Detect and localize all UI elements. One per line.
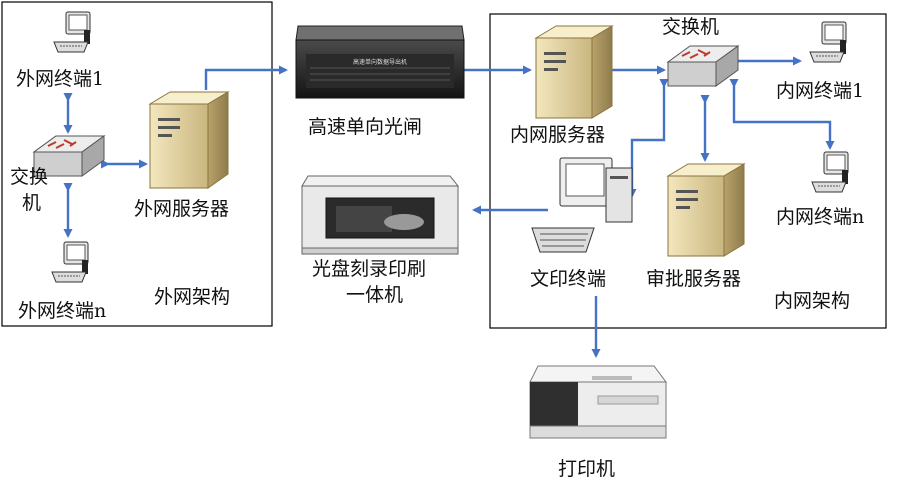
printer-icon <box>529 365 667 439</box>
inner-switch-label: 交换机 <box>662 16 720 38</box>
inner-terminal-1-icon <box>809 21 847 63</box>
outer-net-box <box>1 1 273 327</box>
inner-terminal-n-label: 内网终端n <box>776 206 865 228</box>
inner-terminal-n-icon <box>811 151 849 193</box>
outer-switch-label-line1: 交换 <box>10 166 49 188</box>
approval-server-label: 审批服务器 <box>646 268 742 290</box>
inner-server-icon <box>534 25 614 119</box>
arrow-switch-printterm <box>627 79 669 198</box>
outer-terminal-1-label: 外网终端1 <box>16 68 105 90</box>
outer-terminal-n-label: 外网终端n <box>18 300 107 322</box>
gap-device-icon: 高速单向数据导出机 <box>295 25 465 99</box>
outer-server-icon <box>148 91 230 189</box>
inner-terminal-1-label: 内网终端1 <box>776 80 865 102</box>
arrow-server-gap <box>204 65 288 90</box>
inner-switch-icon <box>666 45 740 87</box>
outer-server-label: 外网服务器 <box>134 198 230 220</box>
outer-terminal-1-icon <box>53 11 91 53</box>
outer-switch-icon <box>32 135 106 177</box>
outer-terminal-n-icon <box>51 241 89 283</box>
gap-device-text: 高速单向数据导出机 <box>353 58 407 66</box>
printer-label: 打印机 <box>558 458 616 480</box>
arrow-switch-itn <box>729 79 835 150</box>
disc-printer-icon <box>301 175 460 255</box>
disc-printer-label-line1: 光盘刻录印刷 <box>312 258 427 280</box>
gap-label: 高速单向光闸 <box>308 116 423 138</box>
inner-server-label: 内网服务器 <box>510 124 606 146</box>
outer-net-label: 外网架构 <box>154 286 231 308</box>
outer-switch-label-line2: 机 <box>22 192 42 214</box>
print-terminal-icon <box>531 157 633 253</box>
inner-net-label: 内网架构 <box>774 290 851 312</box>
approval-server-icon <box>666 163 746 257</box>
print-terminal-label: 文印终端 <box>530 268 607 290</box>
inner-net-box <box>489 13 887 329</box>
disc-printer-label-line2: 一体机 <box>346 284 404 306</box>
